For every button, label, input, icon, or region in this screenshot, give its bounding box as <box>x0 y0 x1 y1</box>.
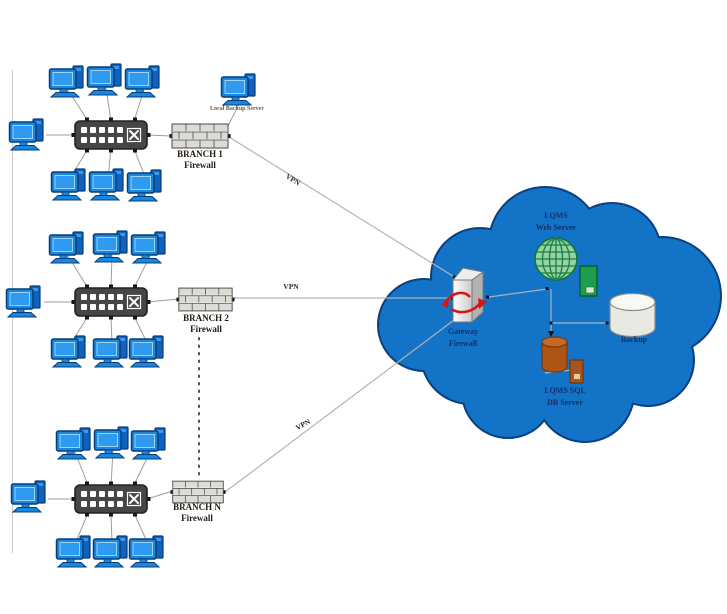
pc-icon <box>10 480 46 513</box>
pc-icon <box>8 118 44 151</box>
pc-icon <box>124 65 160 98</box>
pc-icon <box>93 426 129 459</box>
vpn-line-branch1 <box>228 136 457 279</box>
gateway-firewall-label: Gateway Firewall <box>421 326 505 349</box>
vpn-lines <box>224 136 459 493</box>
branch1-name: BRANCH 1 <box>177 149 223 159</box>
db-server-label: LQMS SQL DB Server <box>523 385 607 408</box>
backup-label: Backup <box>620 335 648 344</box>
pc-icon <box>128 335 164 368</box>
branch-connector-lines <box>44 87 241 545</box>
branch2-name: BRANCH 2 <box>183 313 229 323</box>
sql-database-icon <box>541 336 568 373</box>
branchN-firewall-label: BRANCH N Firewall <box>155 502 239 524</box>
vpn-line-branchN <box>224 316 459 493</box>
db-server-tower-icon <box>569 359 584 384</box>
branch1-firewall-label: BRANCH 1 Firewall <box>158 149 242 171</box>
branch1-group <box>8 63 256 202</box>
vpn-label-branch2: VPN <box>283 282 299 291</box>
firewall-icon <box>170 480 226 504</box>
pc-icon <box>92 335 128 368</box>
pc-icon <box>48 231 84 264</box>
firewall-icon <box>176 287 235 312</box>
gateway-label-line2: Firewall <box>448 338 478 348</box>
local-backup-server-label: Local Backup Server <box>210 106 264 112</box>
web-server-label-line1: LQMS <box>544 211 568 220</box>
pc-icon <box>5 285 41 318</box>
firewall-icon <box>169 123 231 149</box>
local-backup-server-icon <box>220 73 256 106</box>
web-server-label-line2: Web Server <box>535 222 577 232</box>
pc-icon <box>55 535 91 568</box>
db-server-label-line2: DB Server <box>547 397 583 407</box>
branchN-name: BRANCH N <box>173 502 221 512</box>
gateway-firewall-icon <box>441 267 487 324</box>
pc-icon <box>92 535 128 568</box>
pc-icon <box>86 63 122 96</box>
arrowhead-to-db <box>548 331 554 337</box>
switch-icon <box>71 284 151 320</box>
pc-icon <box>126 169 162 202</box>
pc-icon <box>130 231 166 264</box>
web-server-globe-icon <box>534 237 578 281</box>
pc-icon <box>130 427 166 460</box>
app-server-icon <box>579 265 598 297</box>
pc-icon <box>128 535 164 568</box>
branch2-type: Firewall <box>190 324 222 334</box>
pc-icon <box>88 168 124 201</box>
pc-icon <box>55 427 91 460</box>
branchN-group <box>10 426 226 568</box>
branch2-firewall-label: BRANCH 2 Firewall <box>164 313 248 335</box>
web-server-label: LQMS Web Server <box>514 210 598 233</box>
pc-icon <box>50 335 86 368</box>
branch1-type: Firewall <box>184 160 216 170</box>
pc-icon <box>48 65 84 98</box>
db-server-label-line1: LQMS SQL <box>544 386 586 395</box>
pc-icon <box>50 168 86 201</box>
branchN-type: Firewall <box>181 513 213 523</box>
gateway-label-line1: Gateway <box>447 327 479 336</box>
pc-icon <box>92 230 128 263</box>
switch-icon <box>71 481 151 517</box>
switch-icon <box>71 117 151 153</box>
backup-database-icon <box>609 292 656 338</box>
branch2-group <box>5 230 235 368</box>
